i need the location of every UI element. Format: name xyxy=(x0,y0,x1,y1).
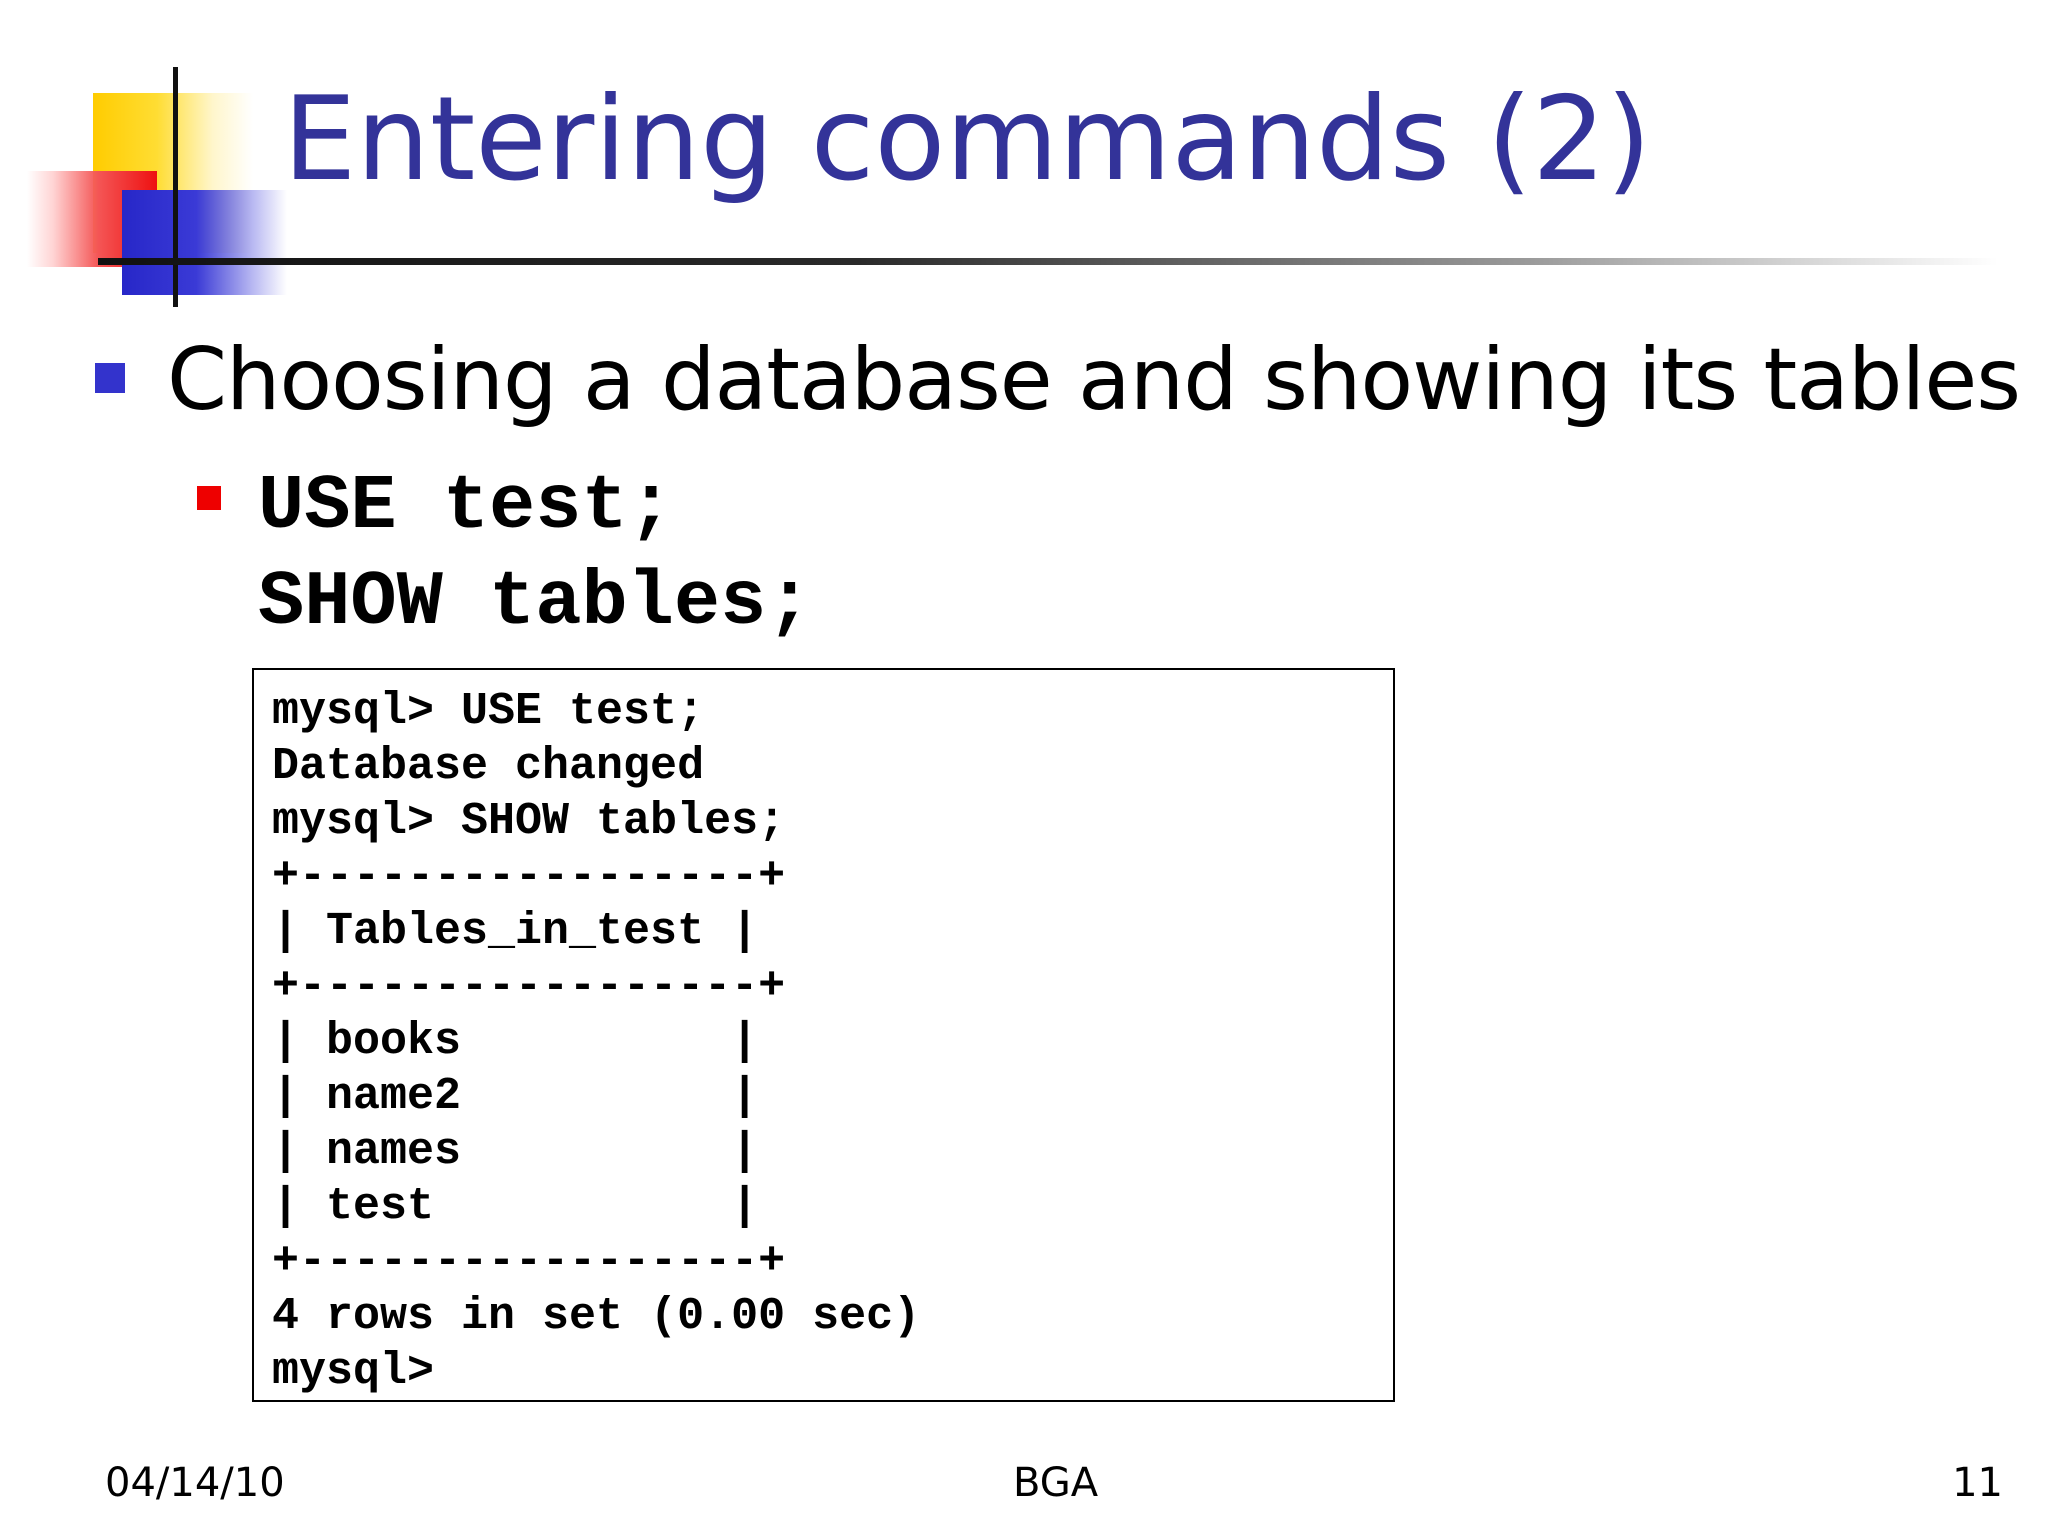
slide-title: Entering commands (2) xyxy=(283,72,1652,207)
terminal-line: mysql> SHOW tables; xyxy=(272,796,786,847)
decorative-vertical-line xyxy=(173,67,178,307)
terminal-line: +-----------------+ xyxy=(272,961,786,1012)
terminal-line: | test | xyxy=(272,1181,759,1232)
terminal-line: | names | xyxy=(272,1126,759,1177)
title-underline-rule xyxy=(98,258,1998,265)
terminal-line: mysql> USE test; xyxy=(272,686,705,737)
terminal-line: 4 rows in set (0.00 sec) xyxy=(272,1291,921,1342)
terminal-line: Database changed xyxy=(272,741,705,792)
bullet-text: Choosing a database and showing its tabl… xyxy=(167,330,2021,430)
slide-number: 11 xyxy=(1952,1460,2003,1506)
terminal-output-box: mysql> USE test; Database changed mysql>… xyxy=(252,668,1395,1402)
terminal-line: +-----------------+ xyxy=(272,1236,786,1287)
command-use: USE test; xyxy=(258,464,674,551)
terminal-line: | name2 | xyxy=(272,1071,759,1122)
terminal-line: | Tables_in_test | xyxy=(272,906,759,957)
decorative-blue-square xyxy=(122,190,287,295)
sub-bullet-square-icon xyxy=(197,486,221,510)
terminal-text: mysql> USE test; Database changed mysql>… xyxy=(272,684,920,1399)
bullet-square-icon xyxy=(95,363,125,393)
terminal-line: +-----------------+ xyxy=(272,851,786,902)
footer-date: 04/14/10 xyxy=(105,1460,285,1506)
terminal-line: | books | xyxy=(272,1016,759,1067)
footer-author: BGA xyxy=(1013,1460,1099,1506)
terminal-line: mysql> xyxy=(272,1346,435,1397)
command-show: SHOW tables; xyxy=(258,560,813,647)
